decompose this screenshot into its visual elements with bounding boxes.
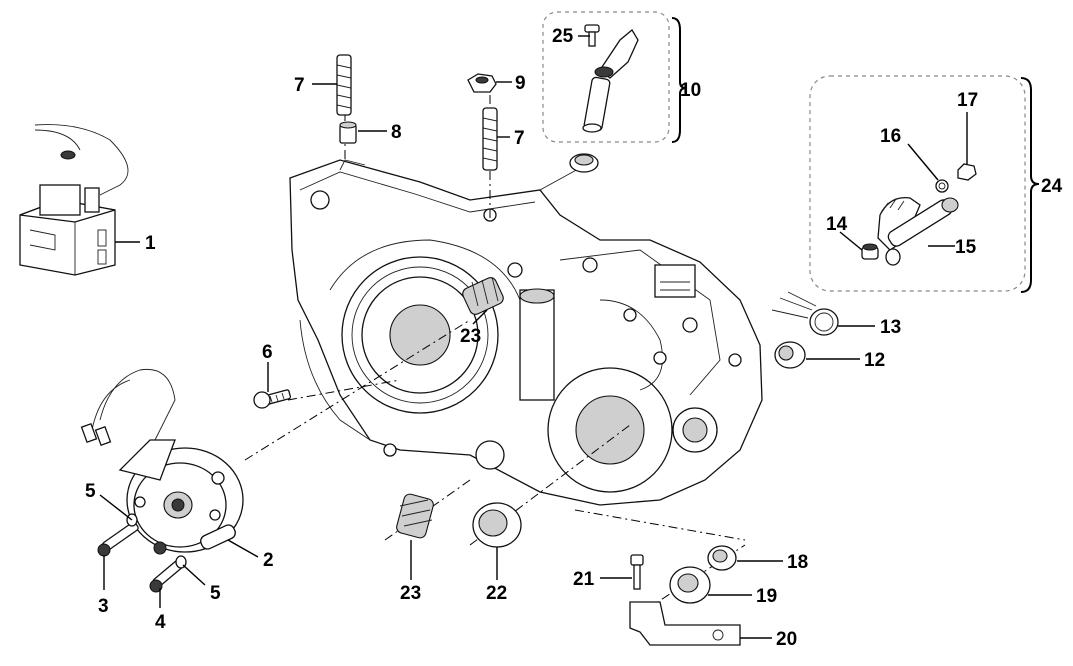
- part-1-ignition-coil: [19, 124, 129, 276]
- label-23a: 23: [400, 583, 421, 604]
- label-12: 12: [864, 350, 885, 371]
- label-7a: 7: [294, 75, 305, 96]
- part-19-bearing: [669, 566, 711, 604]
- part-3-4-5-screws: [97, 513, 187, 593]
- label-14: 14: [826, 214, 848, 235]
- part-20-lever: [629, 601, 741, 646]
- part-16-washer: [935, 179, 949, 193]
- part-21-bolt: [630, 554, 644, 590]
- label-5a: 5: [85, 481, 96, 502]
- part-2-stator: [80, 368, 244, 553]
- part-10-shift-lever: [582, 29, 639, 133]
- label-19: 19: [756, 586, 777, 607]
- label-18: 18: [787, 552, 808, 573]
- label-24: 24: [1041, 176, 1063, 197]
- label-2: 2: [263, 550, 274, 571]
- part-24-group: [809, 75, 1040, 293]
- crankcase: [289, 159, 763, 506]
- part-17-nut: [957, 163, 977, 181]
- part-7-studs: [336, 54, 498, 171]
- label-10: 10: [680, 80, 701, 101]
- label-16: 16: [880, 126, 901, 147]
- part-13-spring: [771, 291, 839, 336]
- label-22: 22: [486, 583, 507, 604]
- part-15-kickstarter-shaft: [877, 196, 959, 266]
- label-1: 1: [145, 233, 156, 254]
- label-9: 9: [515, 73, 526, 94]
- label-21: 21: [573, 569, 595, 590]
- callout-labels: 1 2 3 4 5 5 6 7 7 8 9 10 12 13 14 15 16 …: [85, 26, 1063, 650]
- leader-lines: [99, 35, 968, 639]
- part-12-bushing: [774, 341, 806, 369]
- part-25-screw: [584, 24, 600, 47]
- label-23b: 23: [460, 326, 481, 347]
- label-25: 25: [552, 26, 574, 47]
- part-6-bolt: [253, 389, 292, 409]
- label-6: 6: [262, 342, 273, 363]
- label-4: 4: [155, 612, 166, 633]
- part-8-dowel: [339, 121, 357, 144]
- part-14-bolt: [861, 243, 879, 260]
- label-3: 3: [98, 596, 109, 617]
- label-13: 13: [880, 317, 901, 338]
- part-23-bushing: [396, 493, 434, 539]
- seal-top: [569, 153, 599, 173]
- label-17: 17: [957, 90, 978, 111]
- label-15: 15: [955, 237, 977, 258]
- label-20: 20: [776, 629, 797, 650]
- part-9-nut: [467, 73, 497, 93]
- part-18-bearing: [707, 545, 737, 571]
- label-5b: 5: [210, 583, 221, 604]
- part-22-seal: [472, 502, 522, 548]
- bushing-in-case: [462, 276, 504, 315]
- label-8: 8: [391, 122, 402, 143]
- part-10-group: [542, 11, 687, 143]
- label-7b: 7: [514, 128, 525, 149]
